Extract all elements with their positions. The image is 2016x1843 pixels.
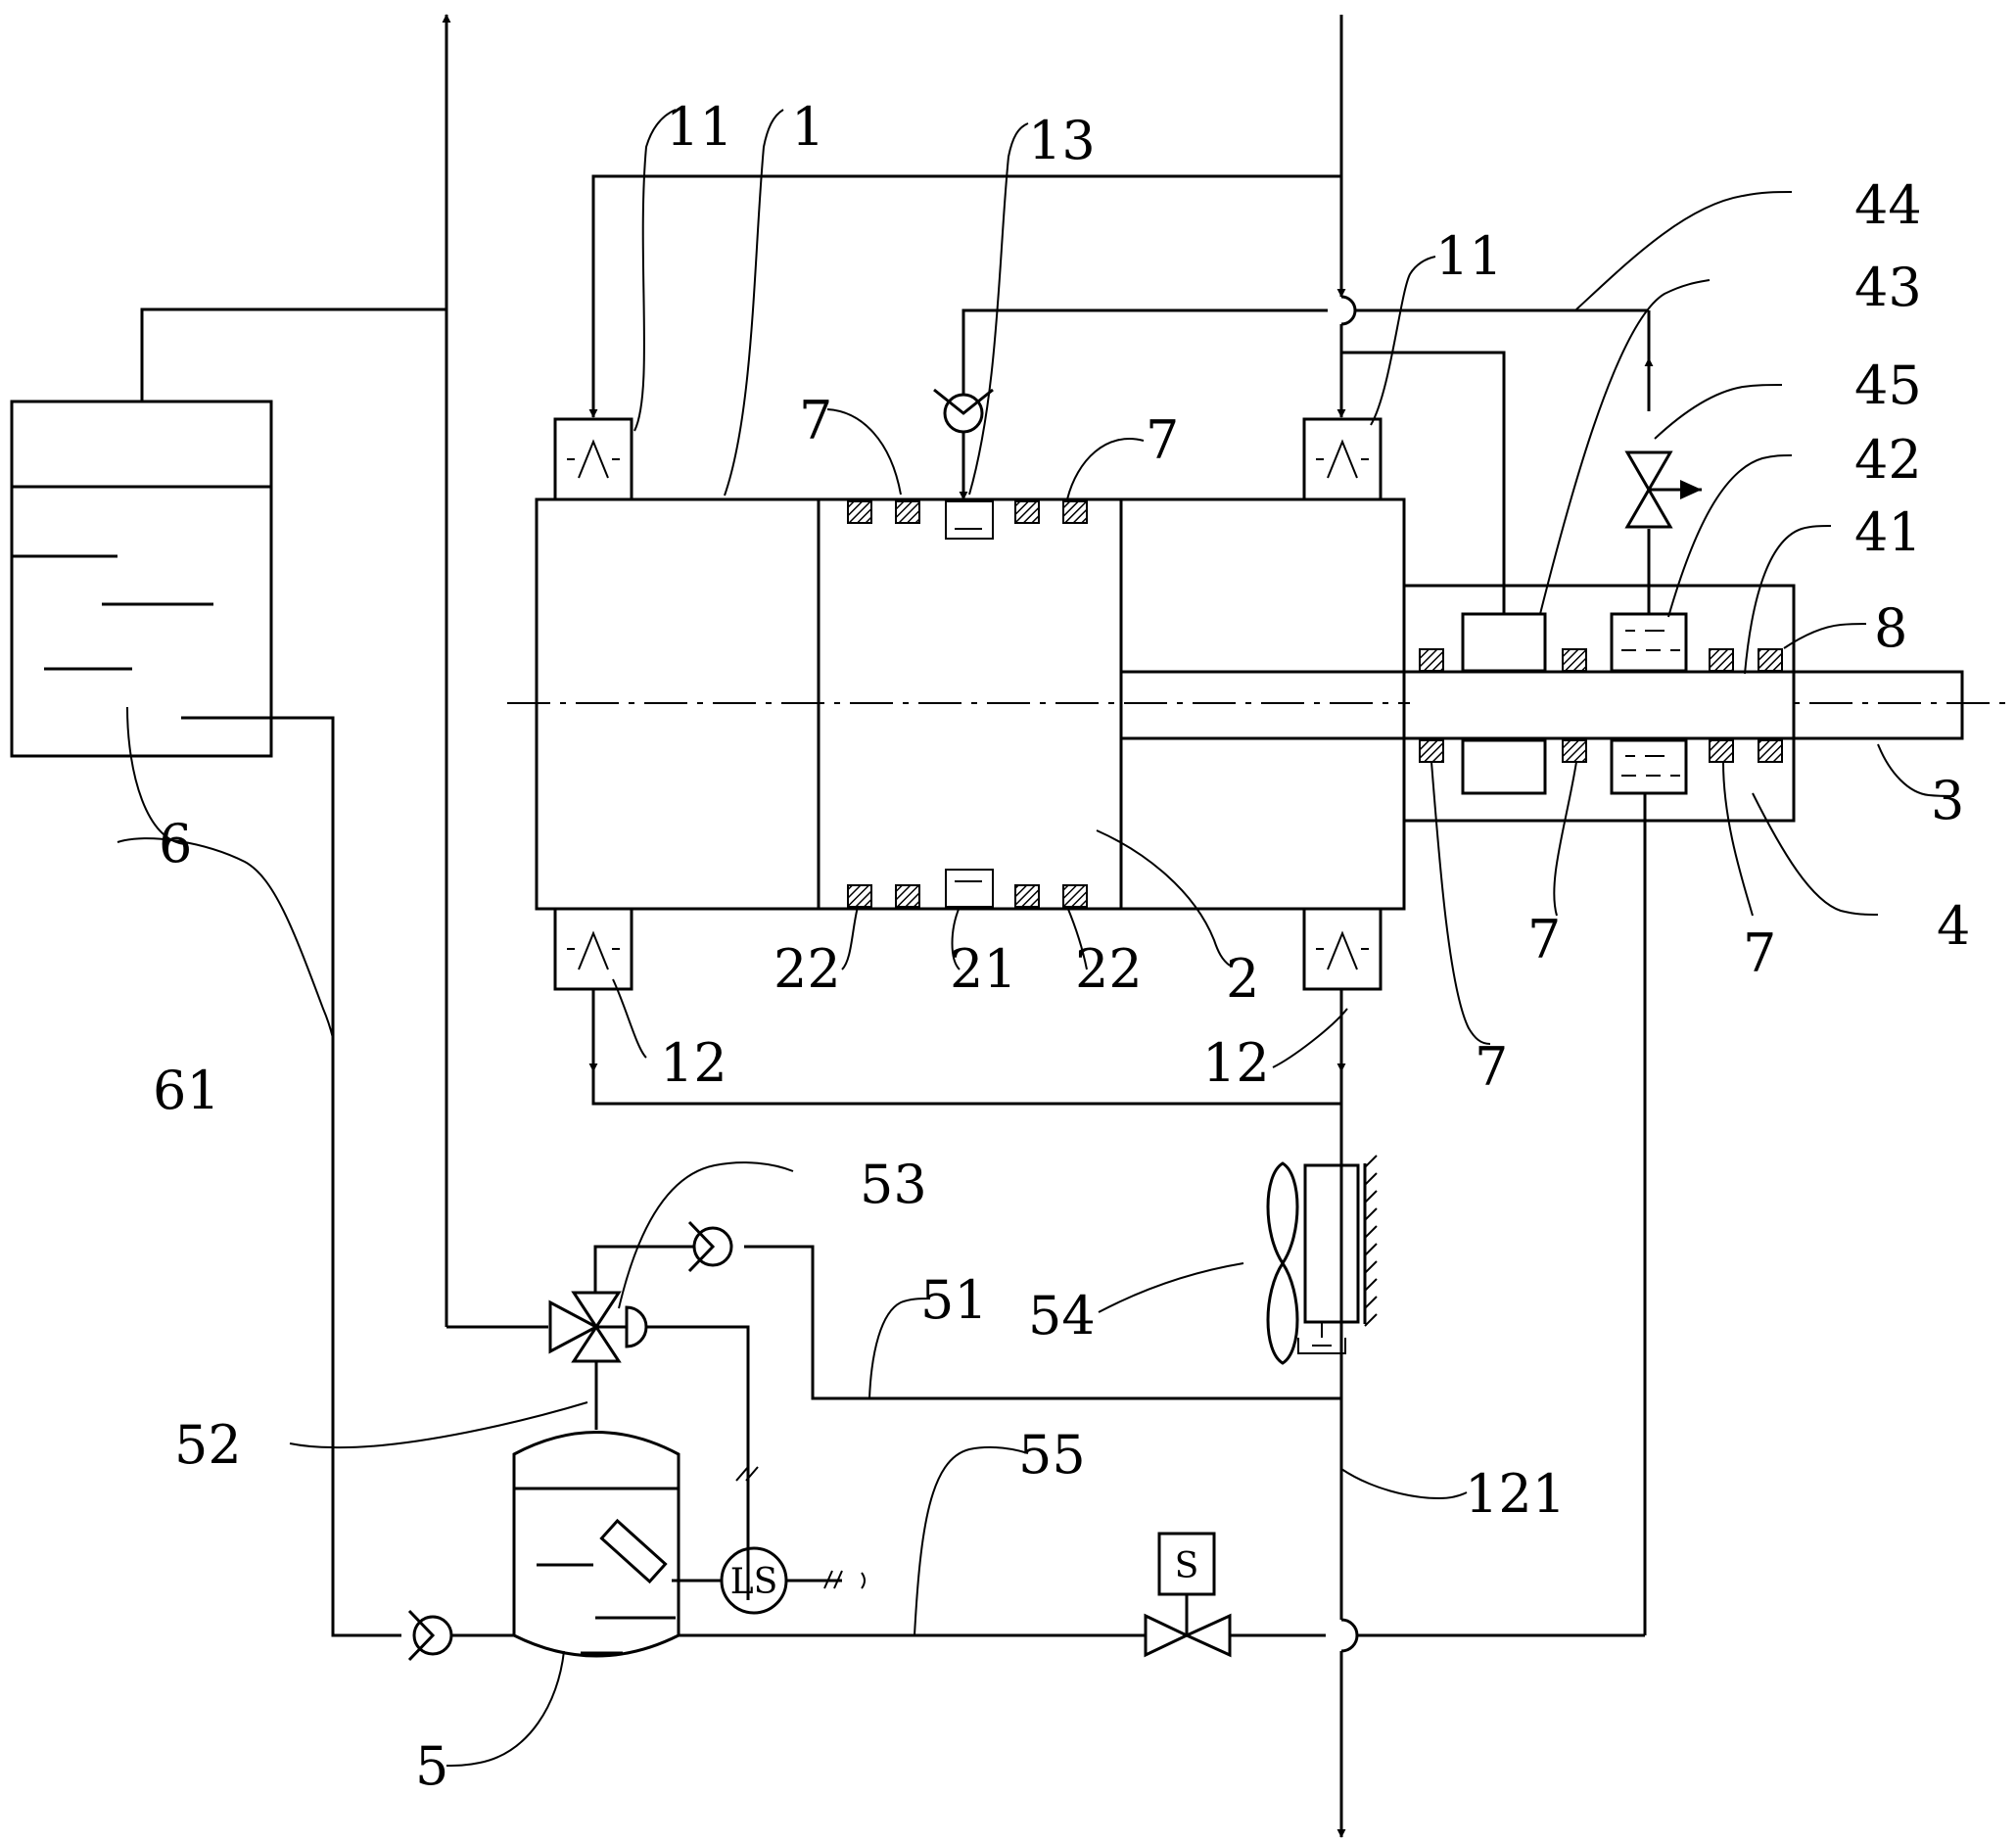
label-21: 21 [950,938,1017,1000]
check-valve-51 [595,1222,731,1293]
label-22-left: 22 [774,938,841,1000]
label-7-top-right: 7 [1146,409,1179,471]
check-valve-top [934,390,993,499]
label-5: 5 [415,1735,448,1797]
label-3: 3 [1931,770,1964,831]
label-2: 2 [1226,948,1259,1010]
label-45: 45 [1854,354,1922,416]
label-42: 42 [1854,429,1922,491]
throttle-valve [1627,452,1702,527]
label-7-top-left: 7 [799,390,832,451]
branch-to-left-port [593,176,1341,417]
solenoid-valve: S [1146,1534,1230,1655]
check-valve-61 [409,1611,514,1660]
label-13: 13 [1028,110,1096,171]
label-44: 44 [1854,174,1922,236]
label-11-left: 11 [666,96,733,158]
branch-to-chamber-43 [1341,353,1504,614]
label-55: 55 [1018,1424,1086,1486]
label-61: 61 [153,1060,220,1121]
tank-vent-line [142,309,446,402]
piston-seals-bottom [848,885,1087,907]
piston-seals-top [848,501,1087,523]
inlet-port-left [555,419,632,499]
level-switch-text: LS [730,1562,778,1602]
label-8: 8 [1874,597,1907,659]
label-1: 1 [791,96,824,158]
line-121 [1341,1067,1357,1837]
supply-line [1341,297,1355,417]
label-54: 54 [1028,1285,1096,1347]
outlet-port-left [555,909,632,989]
line-61 [271,718,401,1635]
label-121: 121 [1465,1463,1566,1525]
cooler [1268,1156,1377,1363]
outlet-port-right [1304,909,1381,989]
line-44 [963,310,1649,614]
oil-chamber-13 [946,501,993,539]
label-11-right: 11 [1435,225,1503,287]
label-12-right: 12 [1202,1032,1270,1094]
label-7-right: 7 [1743,922,1776,984]
oil-chamber-21 [946,870,993,907]
label-6: 6 [159,813,192,874]
level-switch: LS [672,1548,865,1613]
label-43: 43 [1854,257,1922,318]
label-52: 52 [174,1414,242,1476]
label-22-right: 22 [1075,938,1143,1000]
reservoir [514,1433,679,1657]
label-51: 51 [920,1269,988,1331]
label-7-mid: 7 [1527,909,1561,970]
oil-tank [12,402,271,756]
label-12-left: 12 [660,1032,727,1094]
solenoid-text: S [1175,1546,1199,1586]
label-4: 4 [1937,895,1970,957]
leader-lines [117,110,1954,1766]
label-53: 53 [860,1154,927,1215]
label-7-lower: 7 [1475,1036,1508,1098]
inlet-port-right [1304,419,1381,499]
label-41: 41 [1854,501,1922,563]
